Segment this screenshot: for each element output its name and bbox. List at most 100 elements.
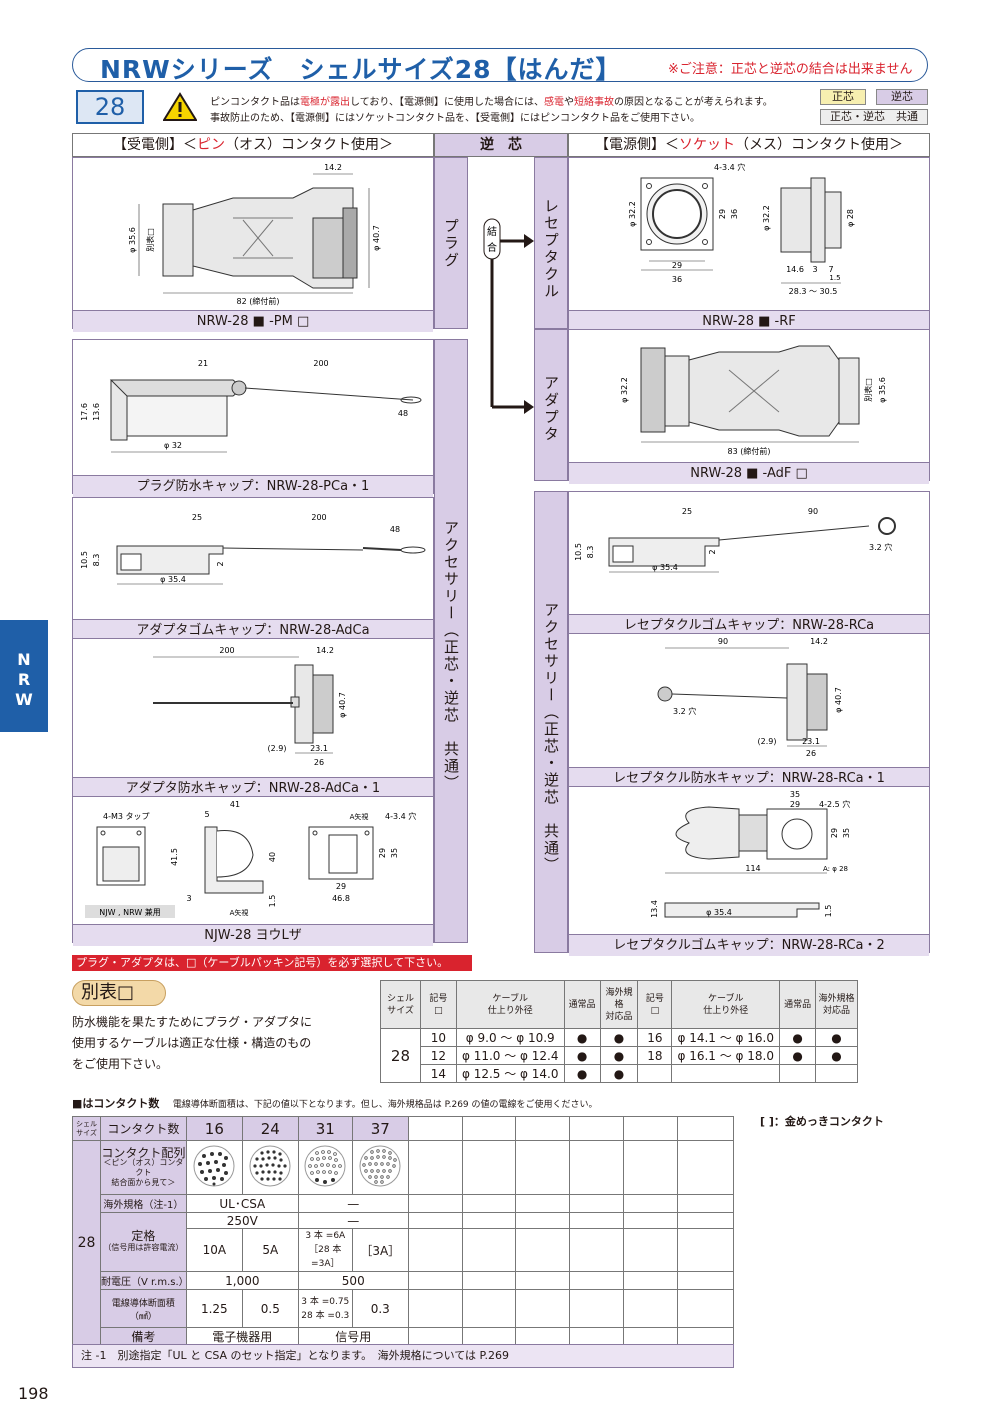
count-37: 37 [351, 1116, 409, 1141]
label-acc-left: アクセサリー（正芯・逆芯 共通） [442, 520, 460, 792]
tag-common: 正芯・逆芯 共通 [820, 109, 928, 125]
hdr-emph: ソケット [679, 137, 735, 153]
dim-text: 1.5 [829, 274, 840, 282]
row-layout-sub: 結合面から見て＞ [111, 1177, 176, 1187]
dim-text: 1.5 [268, 895, 277, 908]
header-gyakushin: 逆 芯 [434, 133, 568, 157]
header-receiving: 【受電側】＜ピン（オス）コンタクト使用＞ [72, 133, 434, 157]
empty-cell [407, 1116, 463, 1141]
receptacle-drawing: 4-3.4 穴 29 36 φ 32.2 29 36 φ 28 φ 32.2 1… [628, 162, 855, 296]
rating-voltage: 250V [185, 1212, 299, 1229]
contacts-heading: ■はコンタクト数 [72, 1097, 160, 1110]
dim-text: 4-3.4 穴 [385, 811, 416, 821]
cell: ● [779, 1046, 817, 1065]
empty-cell [569, 1327, 625, 1346]
acc-left-col: アクセサリー（正芯・逆芯 共通） [434, 339, 468, 943]
pin-layout-16-icon [193, 1145, 235, 1187]
dim-text: 2 [708, 549, 717, 554]
col-header: 海外規格 対応品 [599, 980, 639, 1029]
empty-cell [461, 1271, 517, 1290]
empty-cell [569, 1116, 625, 1141]
select-note: プラグ・アダプタは、□（ケーブルパッキン記号）を必ず選択して下さい。 [72, 955, 472, 971]
hdr-part: ＜ [665, 137, 679, 153]
contact-spec-table: シェル サイズ コンタクト数 16 24 31 37 28 コンタクト配列 ＜ピ… [72, 1116, 734, 1346]
rating-37: ［3A］ [351, 1228, 409, 1272]
hdr-part: （メス）コンタクト使用＞ [735, 137, 903, 153]
dim-text: 3.2 穴 [673, 706, 696, 716]
dim-text: φ 32.2 [620, 377, 629, 403]
cell: φ 12.5 〜 φ 14.0 [455, 1064, 565, 1083]
empty-cell [515, 1212, 571, 1229]
dim-text: 82 (締付前) [237, 296, 280, 306]
bracket-panel: 4-M3 タップ 41 5 41.5 40 3 1.5 A矢視 A矢視 4-3.… [72, 796, 434, 946]
label-plug-col: プラグ [434, 157, 468, 329]
row-voltage: 耐電圧（V r.m.s.） [99, 1271, 189, 1290]
label-acc-right: アクセサリー（正芯・逆芯 共通） [542, 602, 560, 874]
hdr-part: 【電源側】 [595, 137, 665, 153]
footnote: 注 -1 別途指定「UL と CSA のセット指定」となります。 海外規格につい… [72, 1344, 734, 1368]
dim-text: 200 [313, 359, 328, 368]
empty-cell [407, 1327, 463, 1346]
dim-text: A: φ 28 [823, 865, 848, 873]
rec-rubber-drawing: 25 90 10.5 8.3 2 φ 35.4 3.2 穴 [574, 507, 896, 573]
empty-cell [407, 1289, 463, 1328]
col-header: 通常品 [563, 980, 601, 1029]
tag-seishin: 正芯 [820, 89, 866, 105]
cell: φ 16.1 〜 φ 18.0 [671, 1046, 781, 1065]
dim-text: 36 [672, 275, 682, 284]
empty-cell [515, 1194, 571, 1213]
caption-rec-rubber: レセプタクルゴムキャップ：NRW-28-RCa [569, 614, 929, 636]
dim-text: φ 35.6 [878, 377, 887, 403]
rating-31: 3 本 =6A［28 本 =3A］ [297, 1228, 353, 1272]
row-rating-sub: （信号用は許容電流） [103, 1243, 184, 1252]
pin-layout-24-icon [249, 1145, 291, 1187]
dim-text: 46.8 [332, 894, 350, 903]
dim-text: (2.9) [268, 744, 287, 753]
dim-text: φ 32.2 [762, 205, 771, 231]
dim-text: φ 35.4 [706, 908, 732, 917]
warning-emph: 感電 [544, 97, 564, 108]
plug-cap-drawing: 21 200 48 17.6 13.6 φ 32 [80, 359, 422, 453]
dim-text: 別表□ [145, 228, 155, 252]
warning-text: ピンコンタクト品は電極が露出しており、【電源側】に使用した場合には、感電や短絡事… [210, 95, 820, 127]
cell: ● [563, 1046, 601, 1065]
wire-31a: 3 本 =0.75 [301, 1296, 350, 1307]
dim-text: 200 [311, 513, 326, 522]
receptacle-panel: 4-3.4 穴 29 36 φ 32.2 29 36 φ 28 φ 32.2 1… [568, 157, 930, 332]
rating-24: 5A [241, 1228, 299, 1272]
bracket-drawing: 4-M3 タップ 41 5 41.5 40 3 1.5 A矢視 A矢視 4-3.… [85, 800, 416, 918]
label-adapter: アダプタ [542, 375, 560, 443]
layout-16 [185, 1140, 243, 1195]
dim-text: 4-2.5 穴 [819, 799, 850, 809]
empty-cell [407, 1212, 463, 1229]
empty-cell [569, 1228, 625, 1272]
dim-text: (2.9) [758, 737, 777, 746]
empty-cell [677, 1271, 734, 1290]
cell: φ 9.0 〜 φ 10.9 [455, 1028, 565, 1047]
col-header-text: 海外規格 対応品 [818, 993, 855, 1016]
dim-text: 4-3.4 穴 [714, 162, 745, 172]
col-header-text: ケーブル 仕上り外径 [487, 993, 533, 1016]
caption-bracket: NJW-28 ヨウLザ [73, 924, 433, 946]
cell [779, 1064, 817, 1083]
col-header-text: 記号 □ [645, 993, 664, 1016]
col-header: 記号 □ [419, 980, 457, 1029]
adapter-rubber-drawing: 25 200 48 10.5 8.3 2 φ 35.4 [80, 513, 426, 585]
empty-cell [623, 1212, 679, 1229]
pin-layout-37-icon [359, 1145, 401, 1187]
caption-adapter-rubber: アダプタゴムキャップ：NRW-28-AdCa [73, 619, 433, 641]
betsuhyo-line: をご使用下さい。 [72, 1057, 169, 1071]
cell: ● [599, 1046, 639, 1065]
header-power: 【電源側】＜ソケット（メス）コンタクト使用＞ [568, 133, 930, 157]
ketsugo-1: 結 [487, 225, 497, 238]
connection-arrows: 結 合 [483, 218, 534, 414]
cell: ● [779, 1028, 817, 1047]
warning-emph: 短絡事故 [574, 97, 614, 108]
table-row: 28 10 φ 9.0 〜 φ 10.9 ● ● 16 φ 14.1 〜 φ 1… [380, 1028, 858, 1083]
empty-cell [677, 1327, 734, 1346]
dim-text: A矢視 [350, 812, 369, 821]
empty-cell [569, 1212, 625, 1229]
dim-text: 23.1 [802, 737, 820, 746]
dim-text: φ 28 [846, 209, 855, 227]
empty-cell [515, 1116, 571, 1141]
